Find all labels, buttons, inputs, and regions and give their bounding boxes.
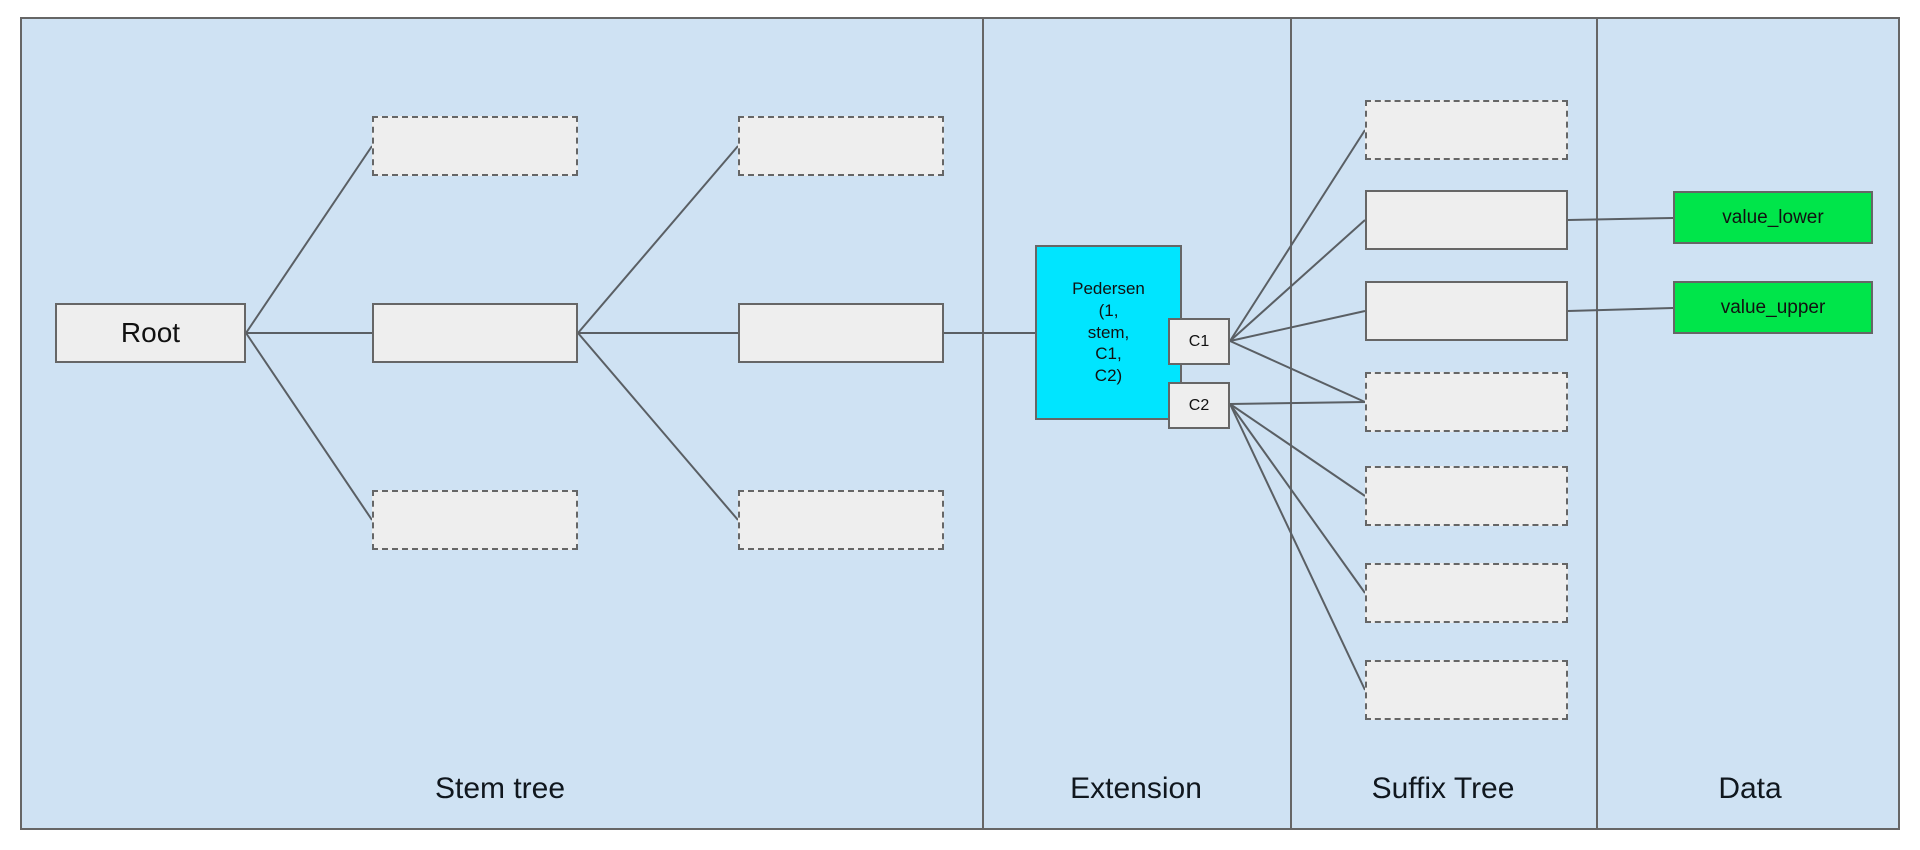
value-lower-label: value_lower	[1722, 206, 1824, 228]
node-suffix-1[interactable]	[1365, 100, 1568, 160]
section-label-extension: Extension	[1070, 772, 1202, 805]
node-c2-label: C2	[1188, 396, 1210, 414]
pedersen-line-3: stem,	[1087, 322, 1130, 342]
node-suffix-5[interactable]	[1365, 466, 1568, 526]
node-suffix-6[interactable]	[1365, 563, 1568, 623]
node-stem-l1-mid[interactable]	[372, 303, 578, 363]
node-stem-l2-top[interactable]	[738, 116, 944, 176]
section-divider-data	[1596, 17, 1598, 830]
node-c1-label: C1	[1188, 332, 1210, 350]
node-stem-l1-top[interactable]	[372, 116, 578, 176]
section-label-data: Data	[1718, 772, 1782, 805]
node-suffix-2[interactable]	[1365, 190, 1568, 250]
panel-background	[20, 17, 1900, 830]
value-upper-label: value_upper	[1720, 296, 1826, 318]
pedersen-line-5: C2)	[1094, 366, 1123, 386]
pedersen-line-4: C1,	[1095, 344, 1122, 364]
pedersen-line-1: Pedersen	[1072, 279, 1145, 299]
node-value-lower[interactable]: value_lower	[1673, 191, 1873, 244]
section-label-suffix-tree: Suffix Tree	[1371, 772, 1515, 805]
node-suffix-7[interactable]	[1365, 660, 1568, 720]
node-pedersen-commitment[interactable]: Pedersen (1, stem, C1, C2)	[1035, 245, 1182, 420]
node-commitment-c2[interactable]: C2	[1168, 382, 1230, 429]
node-stem-l1-bottom[interactable]	[372, 490, 578, 550]
node-root[interactable]: Root	[55, 303, 246, 363]
node-stem-l2-bottom[interactable]	[738, 490, 944, 550]
node-root-label: Root	[120, 317, 181, 348]
pedersen-line-2: (1,	[1098, 300, 1119, 320]
node-suffix-4[interactable]	[1365, 372, 1568, 432]
section-divider-suffix	[1290, 17, 1292, 830]
node-suffix-3[interactable]	[1365, 281, 1568, 341]
node-value-upper[interactable]: value_upper	[1673, 281, 1873, 334]
node-commitment-c1[interactable]: C1	[1168, 318, 1230, 365]
section-divider-extension	[982, 17, 984, 830]
node-stem-l2-mid[interactable]	[738, 303, 944, 363]
section-label-stem-tree: Stem tree	[434, 772, 566, 805]
